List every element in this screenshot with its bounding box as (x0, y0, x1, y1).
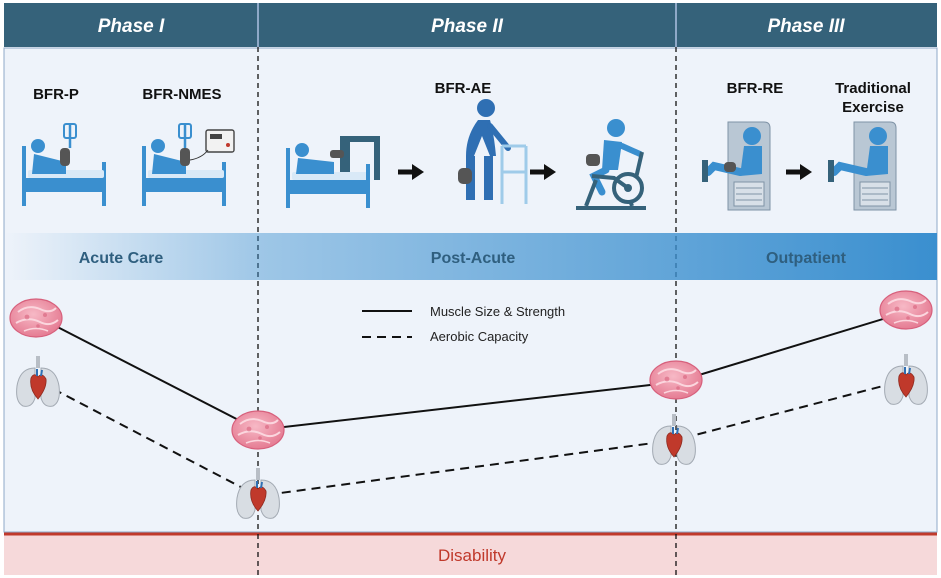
label-bfr-ae: BFR-AE (435, 80, 492, 97)
leg-press-bfr-icon (702, 121, 771, 211)
legend-muscle-size-strength: Muscle Size & Strength (430, 304, 565, 319)
legend-aerobic-capacity: Aerobic Capacity (430, 329, 529, 344)
disability-label: Disability (438, 546, 507, 565)
label-bfr-re: BFR-RE (727, 80, 784, 97)
label-traditional-exercise-line1: Traditional (835, 80, 911, 97)
patient-bed-nmes-icon (142, 123, 235, 206)
care-setting-band (4, 233, 937, 280)
patient-bed-exercise-icon (286, 136, 380, 208)
diagram-panel (3, 47, 938, 533)
phase-header-bar (4, 3, 937, 47)
muscle-size-strength-line (39, 311, 907, 432)
phase-title-3: Phase III (767, 16, 845, 37)
disability-band (4, 533, 937, 575)
phase-title-2: Phase II (431, 16, 504, 37)
phase-title-1: Phase I (98, 16, 165, 37)
aerobic-capacity-line (39, 379, 907, 498)
setting-acute-care: Acute Care (79, 250, 164, 267)
stationary-bike-icon (576, 119, 646, 210)
muscle-icon (9, 298, 63, 338)
setting-post-acute: Post-Acute (431, 250, 516, 267)
muscle-icon (231, 410, 285, 450)
label-bfr-p: BFR-P (33, 86, 79, 103)
leg-press-icon (828, 121, 897, 211)
label-traditional-exercise-line2: Exercise (842, 99, 904, 116)
muscle-icon (879, 290, 933, 330)
setting-outpatient: Outpatient (766, 250, 847, 267)
muscle-icon (649, 360, 703, 400)
walker-icon (458, 99, 528, 204)
patient-bed-icon (22, 123, 106, 206)
label-bfr-nmes: BFR-NMES (142, 86, 221, 103)
